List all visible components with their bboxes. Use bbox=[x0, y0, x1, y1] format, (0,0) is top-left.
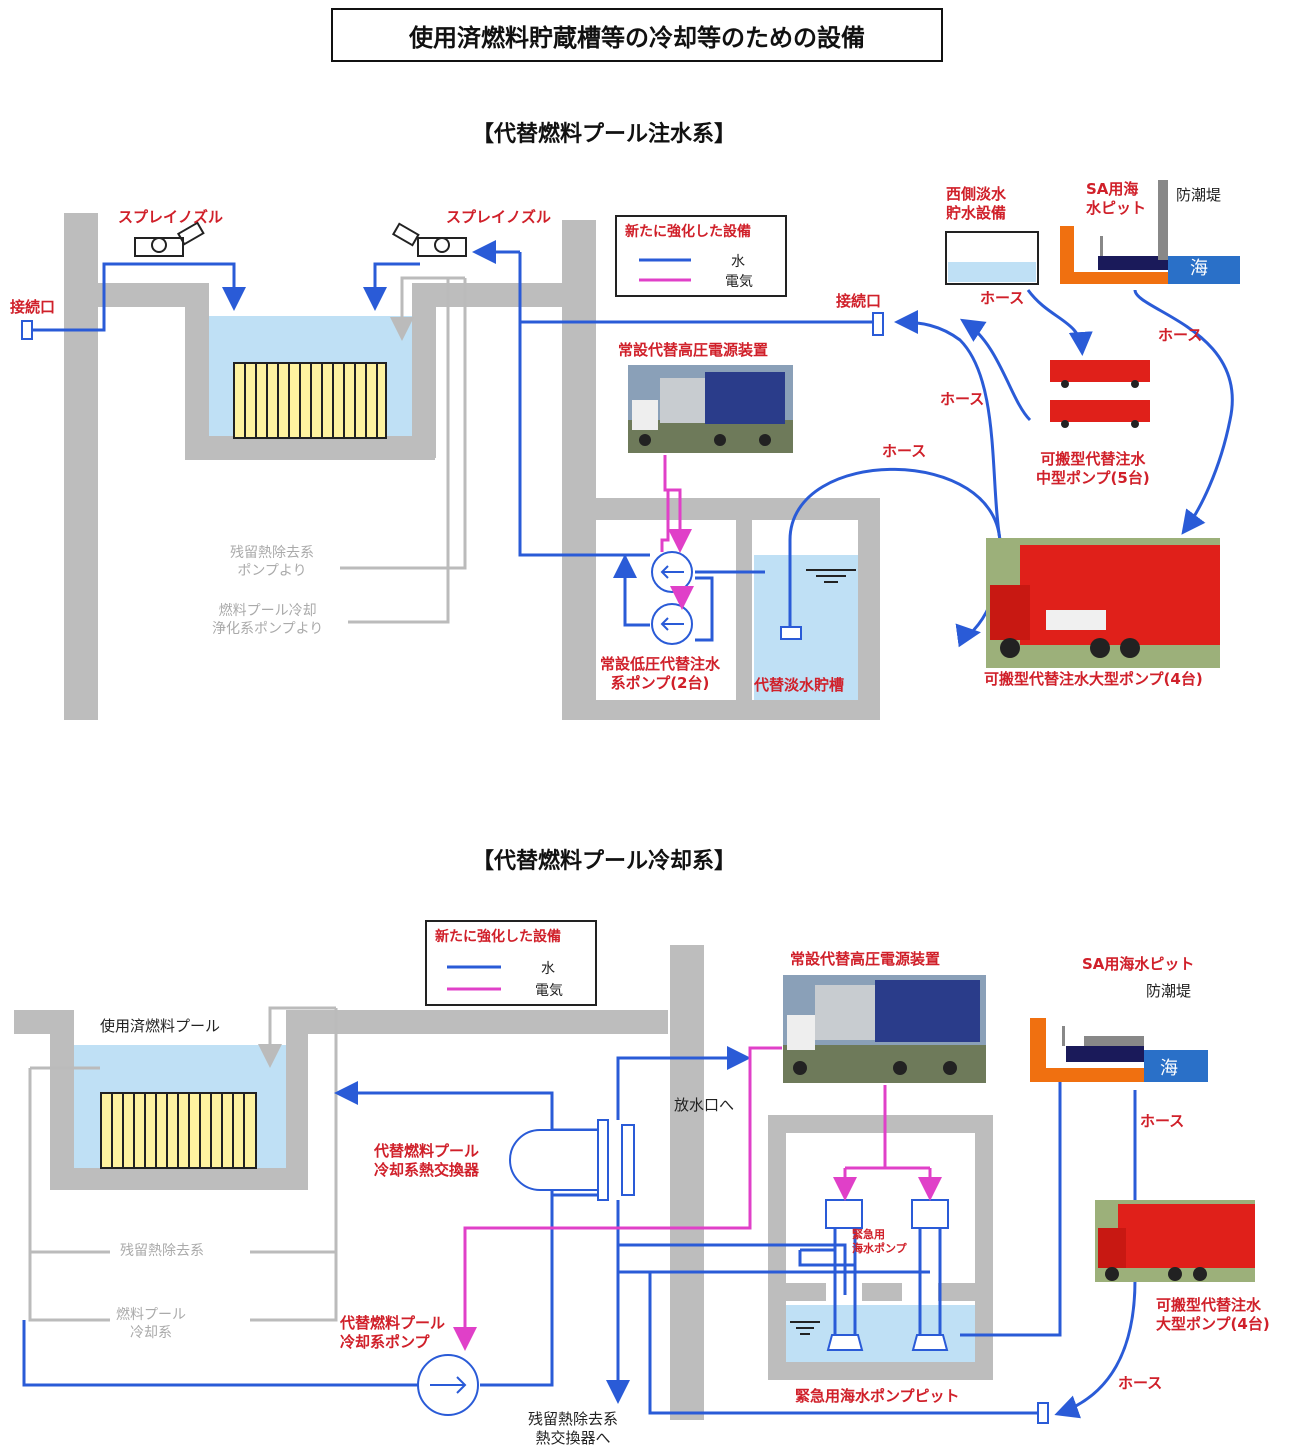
bottom-legend-power: 電気 bbox=[535, 980, 563, 1000]
bottom-big-pump-photo bbox=[1095, 1200, 1255, 1282]
top-legend-swatches bbox=[617, 217, 789, 299]
bottom-pit-water bbox=[786, 1305, 975, 1362]
top-legend: 新たに強化した設備 水 電気 bbox=[615, 215, 787, 297]
bottom-sa-pit-icon bbox=[1030, 1018, 1208, 1082]
bottom-spent-pool-label: 使用済燃料プール bbox=[100, 1017, 220, 1036]
bottom-emergency-pump-label: 緊急用 海水ポンプ bbox=[852, 1228, 907, 1256]
top-mid-pump-truck-icon bbox=[1050, 360, 1150, 428]
bottom-seawall-label: 防潮堤 bbox=[1146, 982, 1191, 1001]
bottom-legend-swatches bbox=[427, 922, 599, 1008]
top-conn-right-port bbox=[873, 313, 883, 335]
top-sa-pit-label: SA用海 水ピット bbox=[1086, 180, 1146, 218]
top-west-tank-label: 西側淡水 貯水設備 bbox=[946, 185, 1006, 223]
top-lp-pump-2-icon bbox=[652, 604, 692, 644]
top-big-pump-label: 可搬型代替注水大型ポンプ(4台) bbox=[984, 670, 1203, 689]
top-suction-strainer bbox=[781, 627, 801, 639]
bottom-fuel-rack bbox=[101, 1093, 256, 1168]
bottom-sa-pit-label: SA用海水ピット bbox=[1082, 955, 1194, 974]
top-spray-right-label: スプレイノズル bbox=[446, 208, 551, 227]
top-conn-left-port bbox=[22, 321, 32, 339]
page-title: 使用済燃料貯蔵槽等の冷却等のための設備 bbox=[331, 8, 943, 62]
bottom-conn-port bbox=[1038, 1403, 1048, 1423]
bottom-hv-power-label: 常設代替高圧電源装置 bbox=[790, 950, 940, 969]
bottom-heat-exchanger-icon bbox=[510, 1120, 634, 1200]
top-big-pump-photo bbox=[986, 538, 1220, 668]
bottom-sea-label: 海 bbox=[1160, 1058, 1178, 1081]
top-mid-pump-label: 可搬型代替注水 中型ポンプ(5台) bbox=[1036, 450, 1150, 488]
top-hv-power-label: 常設代替高圧電源装置 bbox=[618, 341, 768, 360]
bottom-outfall-label: 放水口へ bbox=[674, 1096, 734, 1115]
bottom-legend: 新たに強化した設備 水 電気 bbox=[425, 920, 597, 1006]
bottom-rhr-label: 残留熱除去系 bbox=[120, 1242, 204, 1260]
top-rhr-from-label: 残留熱除去系 ポンプより bbox=[230, 544, 314, 580]
top-spray-nozzle-left-icon bbox=[135, 223, 203, 256]
bottom-rhr-hx-label: 残留熱除去系 熱交換器へ bbox=[528, 1410, 618, 1448]
bottom-hose-2-label: ホース bbox=[1118, 1374, 1162, 1393]
top-fuel-rack bbox=[234, 363, 386, 438]
top-heading: 【代替燃料プール注水系】 bbox=[472, 116, 736, 148]
top-conn-left-label: 接続口 bbox=[10, 298, 55, 317]
top-seawall-label: 防潮堤 bbox=[1176, 186, 1221, 205]
top-legend-power: 電気 bbox=[725, 271, 753, 291]
bottom-heading: 【代替燃料プール冷却系】 bbox=[472, 843, 736, 875]
bottom-hx-label: 代替燃料プール 冷却系熱交換器 bbox=[374, 1142, 479, 1180]
bottom-fpc-label: 燃料プール 冷却系 bbox=[116, 1306, 186, 1342]
bottom-cool-pump-label: 代替燃料プール 冷却系ポンプ bbox=[340, 1314, 445, 1352]
top-hose-3-label: ホース bbox=[940, 390, 984, 409]
bottom-cool-pump-icon bbox=[418, 1355, 478, 1415]
bottom-hv-power-photo bbox=[783, 975, 986, 1083]
top-sea-label: 海 bbox=[1190, 258, 1208, 281]
top-hose-1-label: ホース bbox=[980, 289, 1024, 308]
top-fresh-tank-label: 代替淡水貯槽 bbox=[754, 676, 844, 695]
top-fpc-from-label: 燃料プール冷却 浄化系ポンプより bbox=[212, 602, 323, 638]
top-spray-nozzle-right-icon bbox=[393, 224, 466, 256]
top-conn-right-label: 接続口 bbox=[836, 292, 881, 311]
bottom-big-pump-label: 可搬型代替注水 大型ポンプ(4台) bbox=[1156, 1296, 1270, 1334]
top-spray-left-label: スプレイノズル bbox=[118, 208, 223, 227]
top-hv-power-photo bbox=[628, 365, 793, 453]
top-hose-2-label: ホース bbox=[1158, 326, 1202, 345]
top-legend-water: 水 bbox=[731, 251, 745, 271]
bottom-hose-1-label: ホース bbox=[1140, 1112, 1184, 1131]
top-lp-pump-1-icon bbox=[652, 552, 692, 592]
bottom-pit-label: 緊急用海水ポンプピット bbox=[795, 1387, 960, 1406]
top-west-tank-icon bbox=[946, 232, 1038, 284]
top-lp-pump-label: 常設低圧代替注水 系ポンプ(2台) bbox=[600, 655, 720, 693]
bottom-legend-water: 水 bbox=[541, 958, 555, 978]
top-hose-4-label: ホース bbox=[882, 442, 926, 461]
